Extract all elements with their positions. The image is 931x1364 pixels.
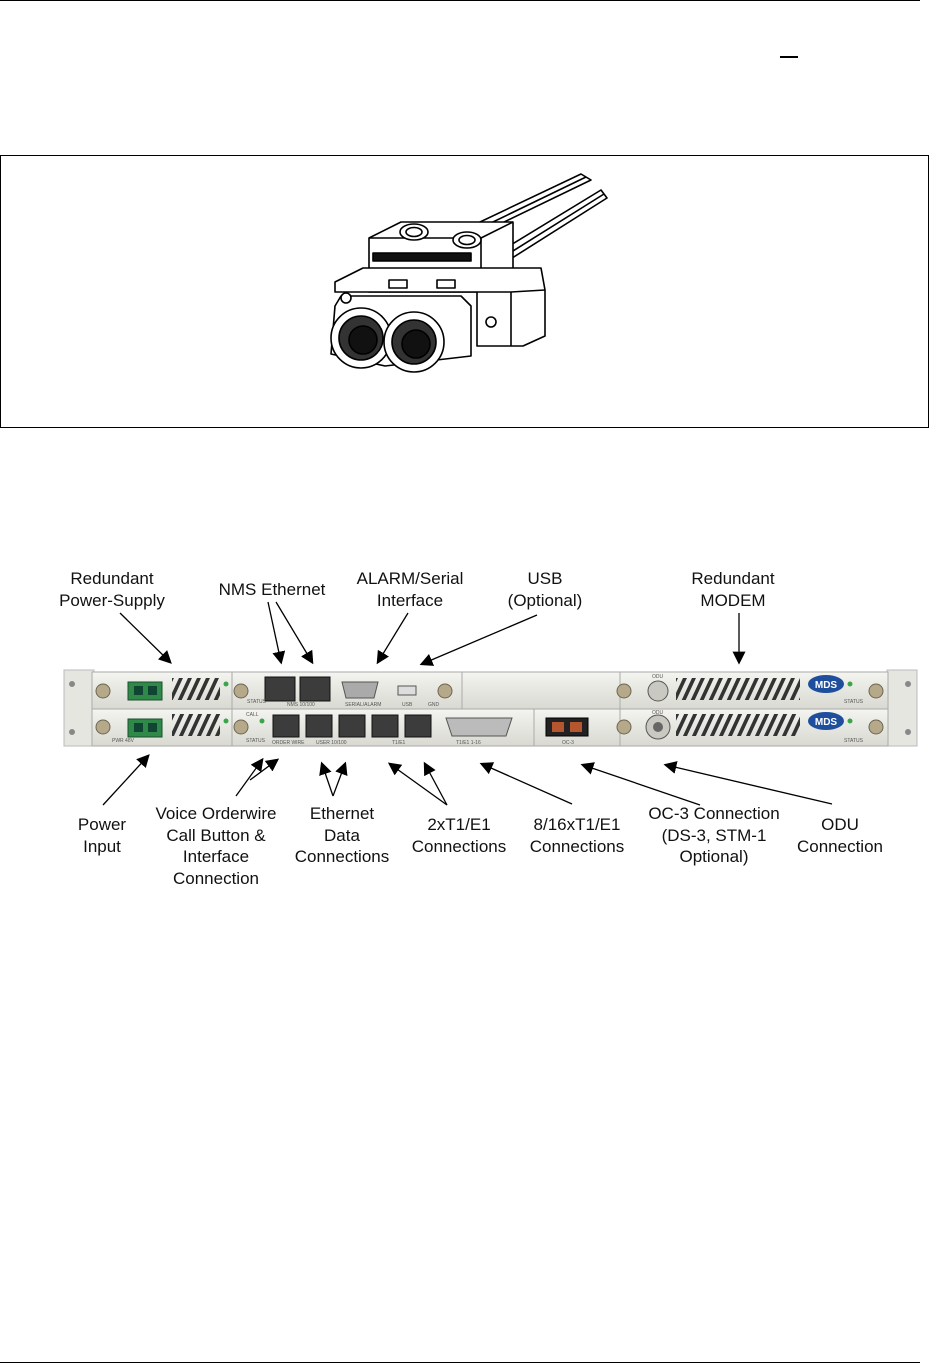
power-connector-drawing [330,173,608,373]
callout-usb: USB (Optional) [507,569,583,610]
callout-2x-t1e1: 2xT1/E1 Connections [411,815,507,856]
panel-label-oc3: OC-3 [562,740,574,746]
callout-816-t1e1: 8/16xT1/E1 Connections [529,815,625,856]
bottom-rule [0,1362,920,1363]
panel-label-status-2: STATUS [844,699,864,705]
panel-label-status-3: STATUS [844,738,864,744]
panel-label-call: CALL [246,712,259,718]
front-panel-drawing: MDS MDS STATUS NMS 10/100 SERIAL/ALARM U… [63,601,918,806]
front-panel-figure: MDS MDS STATUS NMS 10/100 SERIAL/ALARM U… [0,560,931,900]
panel-label-user: USER 10/100 [316,740,347,746]
panel-label-odu-1: ODU [652,674,664,680]
callout-odu-connection: ODU Connection [796,815,883,856]
callout-voice-orderwire: Voice Orderwire Call Button & Interface … [155,804,277,888]
panel-label-nms: NMS 10/100 [287,702,315,708]
panel-label-serial: SERIAL/ALARM [345,702,381,708]
panel-label-odu-2: ODU [652,710,664,716]
panel-label-t1e1-116: T1/E1 1-16 [456,740,481,746]
callout-ethernet-data: Ethernet Data Connections [294,804,390,866]
brand-logo-bottom: MDS [815,717,838,728]
callout-redundant-modem: Redundant MODEM [691,569,775,610]
panel-label-power: PWR 48V [112,738,135,744]
underline-mark [780,56,798,58]
panel-label-t1e1: T1/E1 [392,740,406,746]
brand-logo-top: MDS [815,680,838,691]
panel-label-gnd: GND [428,702,440,708]
callout-alarm-serial: ALARM/Serial Interface [356,569,464,610]
top-rule [0,0,920,1]
callout-power-input: Power Input [77,815,127,856]
panel-label-orderwire: ORDER WIRE [272,740,305,746]
panel-label-status-1: STATUS [247,699,267,705]
callout-oc3-connection: OC-3 Connection (DS-3, STM-1 Optional) [648,804,780,866]
panel-label-usb: USB [402,702,413,708]
callout-nms-ethernet: NMS Ethernet [218,580,326,599]
callout-redundant-power-supply: Redundant Power-Supply [59,569,165,610]
panel-label-status-4: STATUS [246,738,266,744]
power-connector-figure [0,155,929,428]
